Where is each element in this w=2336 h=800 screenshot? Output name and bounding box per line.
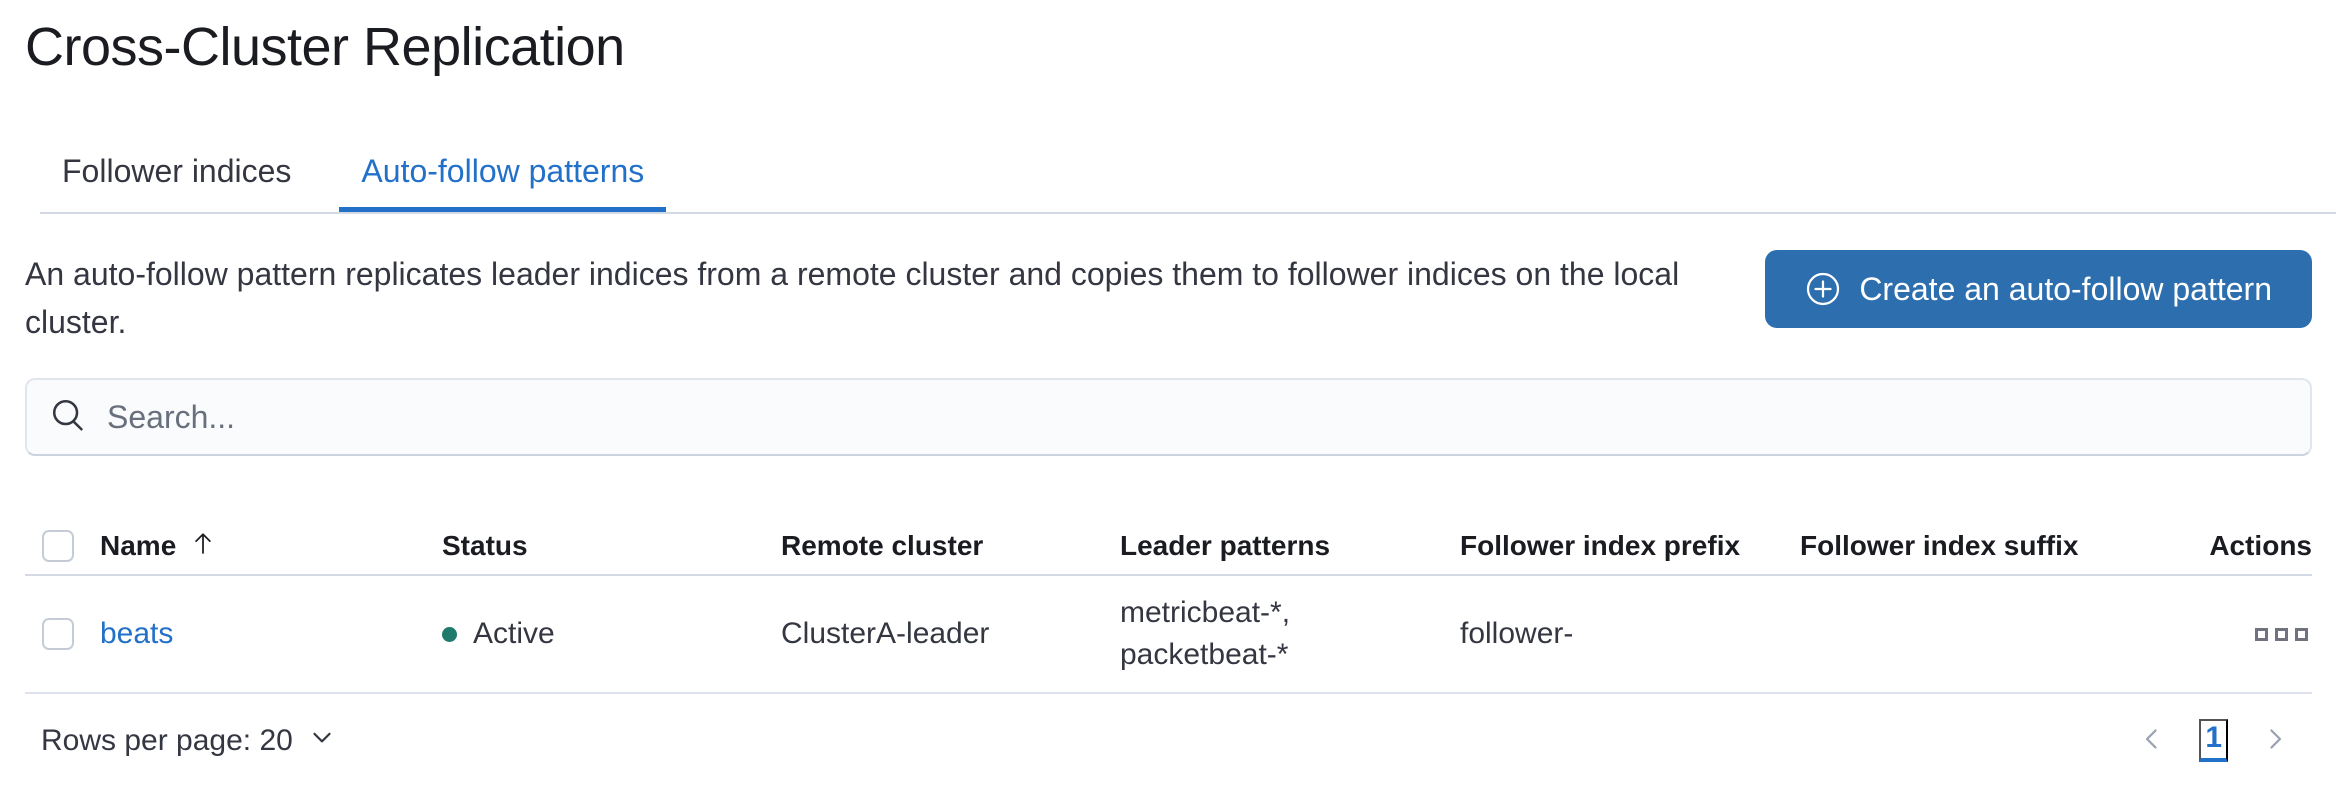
rows-per-page-button[interactable]: Rows per page: 20 (41, 722, 337, 760)
column-header-status: Status (442, 530, 528, 561)
page-title: Cross-Cluster Replication (25, 17, 625, 77)
rows-per-page-label: Rows per page: 20 (41, 723, 293, 757)
leader-pattern-line: metricbeat-*, (1120, 596, 1291, 629)
tab-auto-follow-patterns[interactable]: Auto-follow patterns (339, 130, 666, 212)
row-select-checkbox[interactable] (42, 618, 74, 650)
sort-ascending-icon (188, 528, 218, 565)
column-header-leader-patterns: Leader patterns (1120, 530, 1331, 561)
status-label: Active (473, 617, 555, 650)
leader-patterns-cell: metricbeat-*, packetbeat-* (1120, 592, 1460, 676)
search-input[interactable] (107, 380, 2288, 454)
create-button-label: Create an auto-follow pattern (1859, 270, 2272, 307)
column-header-name[interactable]: Name (100, 528, 442, 565)
next-page-button[interactable] (2254, 718, 2296, 763)
boxes-horizontal-icon (2255, 627, 2308, 641)
chevron-left-icon (2135, 722, 2169, 759)
table-row-beats: beats Active ClusterA-leader metricbeat-… (25, 576, 2312, 694)
select-all-checkbox[interactable] (42, 530, 74, 562)
search-icon (49, 396, 107, 439)
previous-page-button[interactable] (2131, 718, 2173, 763)
table-footer: Rows per page: 20 1 (25, 718, 2312, 763)
row-actions-button[interactable] (2251, 624, 2312, 645)
tab-follower-indices[interactable]: Follower indices (40, 130, 313, 212)
pagination: 1 (2131, 718, 2296, 763)
column-header-actions: Actions (2209, 530, 2312, 561)
page-number-1[interactable]: 1 (2199, 719, 2228, 762)
pattern-name-link[interactable]: beats (100, 617, 174, 650)
table-header-row: Name Status Remote cluster Leader patter… (25, 518, 2312, 576)
chevron-right-icon (2258, 722, 2292, 759)
remote-cluster-cell: ClusterA-leader (781, 617, 990, 650)
header-checkbox-cell (25, 530, 100, 562)
column-header-follower-index-prefix: Follower index prefix (1460, 530, 1741, 561)
actions-cell (2140, 624, 2312, 645)
intro-section: An auto-follow pattern replicates leader… (25, 250, 2312, 346)
column-header-follower-index-suffix: Follower index suffix (1800, 530, 2079, 561)
status-cell: Active (442, 617, 781, 651)
status-active-dot-icon (442, 626, 457, 642)
row-checkbox-cell (25, 618, 100, 650)
search-bar (25, 378, 2312, 456)
name-cell: beats (100, 617, 442, 651)
description-text: An auto-follow pattern replicates leader… (25, 256, 1680, 340)
leader-pattern-line: packetbeat-* (1120, 638, 1289, 671)
follower-index-prefix-cell: follower- (1460, 617, 1574, 650)
auto-follow-patterns-table: Name Status Remote cluster Leader patter… (25, 518, 2312, 694)
chevron-down-icon (307, 722, 337, 760)
tab-bar: Follower indices Auto-follow patterns (40, 130, 2336, 214)
plus-in-circle-icon (1805, 271, 1841, 307)
column-header-remote-cluster: Remote cluster (781, 530, 984, 561)
create-auto-follow-pattern-button[interactable]: Create an auto-follow pattern (1765, 250, 2312, 328)
